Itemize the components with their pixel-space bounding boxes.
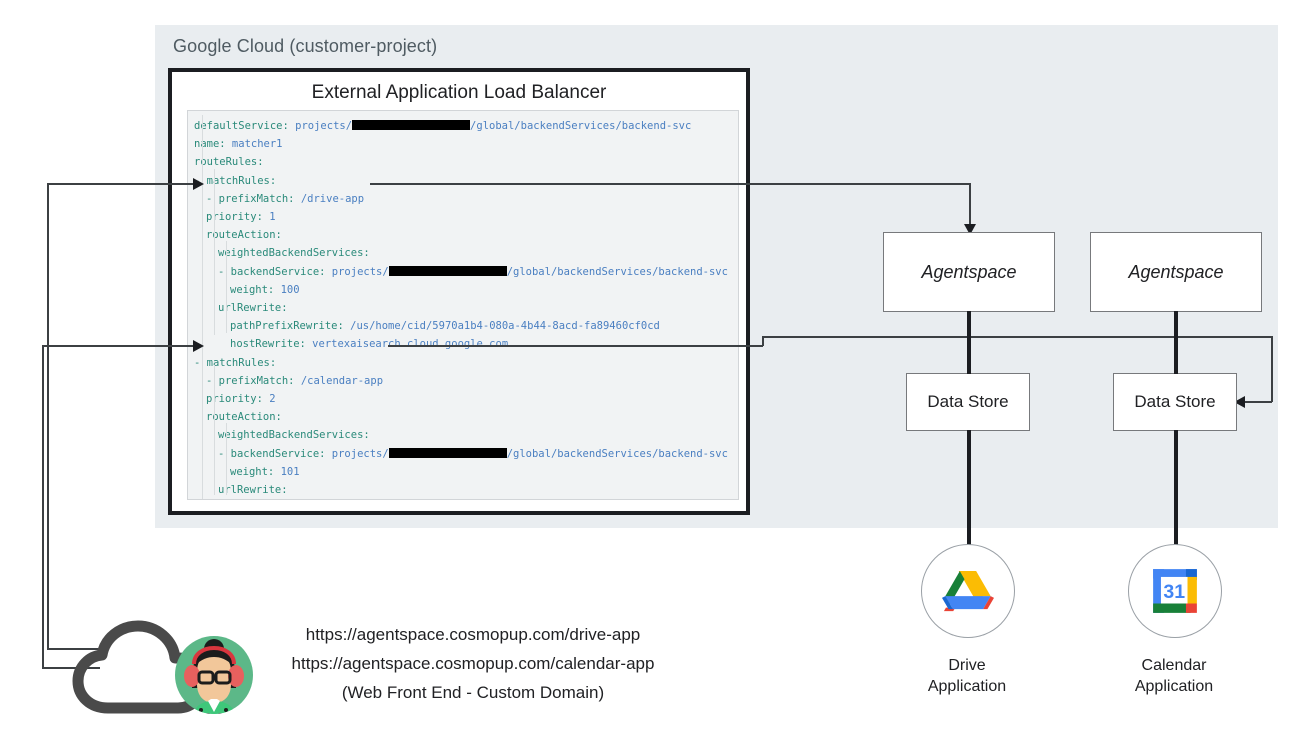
- yaml-line: urlRewrite:: [218, 302, 288, 315]
- user-avatar-icon: [175, 636, 253, 714]
- yaml-line: - prefixMatch: /calendar-app: [206, 374, 384, 387]
- calendar-to-datastore-line-c: [1245, 401, 1272, 403]
- url-map-yaml-config: defaultService: projects//global/backend…: [187, 110, 739, 500]
- calendar-to-datastore-jog: [762, 336, 764, 346]
- frontend-caption: (Web Front End - Custom Domain): [341, 683, 605, 702]
- yaml-line: routeAction:: [206, 411, 282, 424]
- redacted-project-id: [352, 120, 471, 130]
- google-calendar-icon: 31: [1153, 569, 1197, 613]
- region-label: Google Cloud (customer-project): [173, 36, 438, 56]
- drive-app-route-line: [47, 183, 197, 185]
- yaml-line: hostRewrite: vertexaisearch.cloud.google…: [230, 338, 508, 351]
- yaml-line: pathPrefixRewrite: /us/home/cid/5970a1b4…: [230, 320, 660, 333]
- url-drive-app: https://agentspace.cosmopup.com/drive-ap…: [305, 625, 641, 644]
- user-to-calendar-line-segment: [42, 667, 100, 669]
- drive-to-agentspace-line: [370, 183, 970, 185]
- yaml-line: - matchRules:: [194, 356, 277, 369]
- datastore2-to-calendar-line: [1174, 430, 1178, 545]
- yaml-line: - backendService: projects//global/backe…: [218, 265, 728, 278]
- yaml-line: priority: 1: [206, 211, 276, 224]
- yaml-line: routeAction:: [206, 229, 282, 242]
- yaml-line: urlRewrite:: [218, 484, 288, 497]
- calendar-to-datastore-line-a: [388, 345, 763, 347]
- calendar-app-route-line: [42, 345, 197, 347]
- frontend-urls: https://agentspace.cosmopup.com/drive-ap…: [263, 620, 683, 707]
- user-to-calendar-line-vertical: [42, 345, 44, 668]
- user-to-drive-line-vertical: [47, 183, 49, 649]
- calendar-app-arrow: [193, 340, 204, 352]
- calendar-day-number: 31: [1163, 581, 1185, 603]
- data-store-box-2[interactable]: Data Store: [1113, 373, 1237, 431]
- drive-label-line1: Drive: [948, 657, 986, 674]
- drive-application-circle[interactable]: [921, 544, 1015, 638]
- agentspace1-arrow: [964, 224, 976, 235]
- agentspace2-to-datastore2-line: [1174, 311, 1178, 374]
- yaml-line: name: matcher1: [194, 138, 283, 151]
- yaml-line: weightedBackendServices:: [218, 247, 370, 260]
- calendar-application-label: Calendar Application: [1094, 655, 1254, 697]
- calendar-to-datastore-vertical: [1271, 336, 1273, 402]
- drive-application-label: Drive Application: [887, 655, 1047, 697]
- agentspace-box-1[interactable]: Agentspace: [883, 232, 1055, 312]
- url-calendar-app: https://agentspace.cosmopup.com/calendar…: [291, 654, 655, 673]
- yaml-line: - matchRules:: [194, 174, 277, 187]
- datastore1-to-drive-line: [967, 430, 971, 545]
- yaml-line: weightedBackendServices:: [218, 429, 370, 442]
- yaml-line: - backendService: projects//global/backe…: [218, 447, 728, 460]
- calendar-label-line1: Calendar: [1141, 657, 1207, 674]
- yaml-line: priority: 2: [206, 393, 276, 406]
- datastore2-arrow: [1234, 396, 1245, 408]
- redacted-project-id: [388, 447, 507, 458]
- drive-to-agentspace-vertical: [969, 183, 971, 227]
- calendar-label-line2: Application: [1134, 678, 1214, 695]
- load-balancer-title: External Application Load Balancer: [311, 82, 607, 103]
- yaml-line: routeRules:: [194, 156, 264, 169]
- calendar-to-datastore-line-b: [762, 336, 1272, 338]
- redacted-project-id: [388, 265, 507, 276]
- yaml-line: weight: 100: [230, 283, 300, 296]
- user-to-drive-line-segment: [47, 648, 100, 650]
- data-store-box-1[interactable]: Data Store: [906, 373, 1030, 431]
- yaml-line: - prefixMatch: /drive-app: [206, 192, 365, 205]
- drive-app-arrow: [193, 178, 204, 190]
- external-application-load-balancer: External Application Load Balancer defau…: [168, 68, 750, 515]
- yaml-line: defaultService: projects//global/backend…: [194, 120, 692, 132]
- agentspace-box-2[interactable]: Agentspace: [1090, 232, 1262, 312]
- yaml-line: pathPrefixRewrite: /us/home/cid/bb6b8b27…: [188, 499, 738, 500]
- agentspace1-to-datastore1-line: [967, 311, 971, 374]
- drive-label-line2: Application: [927, 678, 1007, 695]
- google-drive-icon: [942, 570, 994, 612]
- calendar-application-circle[interactable]: 31: [1128, 544, 1222, 638]
- yaml-line: weight: 101: [230, 465, 300, 478]
